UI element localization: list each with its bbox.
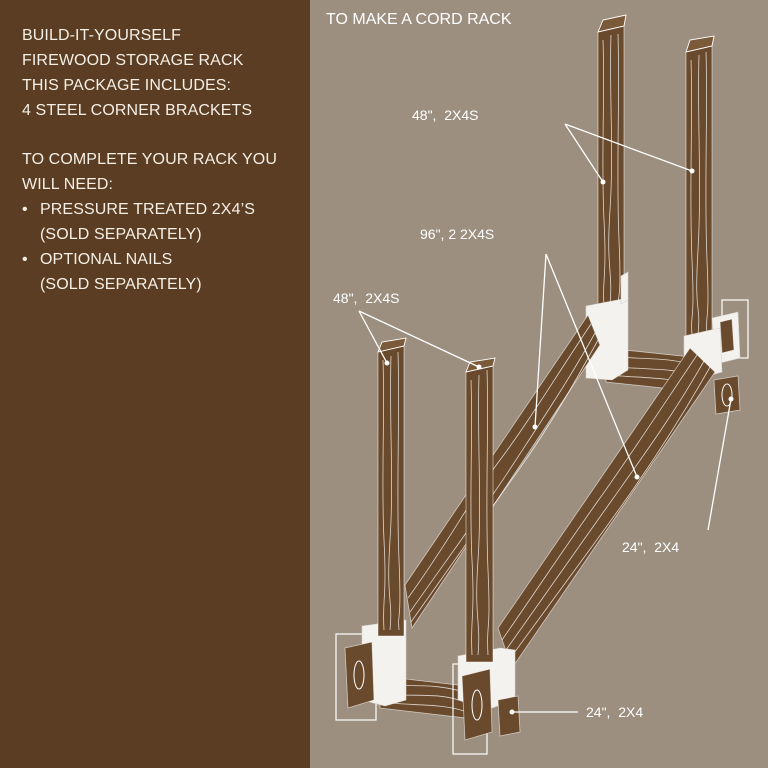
bullet-text: PRESSURE TREATED 2X4’S: [40, 201, 256, 218]
end-block: [344, 641, 375, 709]
wood-grain: [617, 33, 621, 306]
rack-diagram: TO MAKE A CORD RACK: [310, 0, 768, 768]
bracket-flange: [620, 271, 629, 305]
leader-front-crossbar: [509, 709, 578, 715]
leader-line: [534, 253, 547, 428]
leader-line: [707, 398, 732, 531]
wood-grain: [388, 355, 392, 631]
wood-grain: [505, 360, 705, 651]
label-front-posts: 48", 2X4S: [333, 290, 399, 306]
end-grain: [353, 660, 365, 690]
heading-line: BUILD-IT-YOURSELF: [22, 27, 182, 44]
wood-grain: [382, 359, 386, 631]
end-block: [713, 375, 741, 415]
leader-long-rails: [532, 253, 640, 480]
leader-front-posts: [358, 310, 482, 370]
back-crossbar-end: [713, 375, 741, 415]
diagram-title: TO MAKE A CORD RACK: [326, 11, 512, 28]
bullet-note: (SOLD SEPARATELY): [40, 226, 202, 243]
bracket-inner-board: [719, 318, 735, 354]
leader-line: [564, 123, 604, 183]
post-end: [377, 337, 407, 353]
wood-grain: [397, 351, 401, 631]
leader-back-crossbar: [707, 396, 734, 531]
requirements-line: TO COMPLETE YOUR RACK YOU: [22, 151, 277, 168]
leader-line: [358, 310, 480, 368]
front-crossbar-end: [497, 695, 521, 737]
wood-grain: [486, 369, 490, 656]
wood-grain: [410, 339, 599, 623]
end-grain: [471, 689, 483, 721]
wood-grain: [470, 379, 474, 656]
bullet-item: • PRESSURE TREATED 2X4’S: [22, 197, 310, 222]
leader-dot: [476, 364, 482, 370]
post-end: [597, 14, 627, 33]
leader-dot: [600, 179, 606, 185]
bullet-icon: •: [22, 251, 28, 268]
label-back-posts: 48", 2X4S: [412, 107, 478, 123]
bullet-text: OPTIONAL NAILS: [40, 251, 173, 268]
front-left-end-block: [344, 641, 375, 709]
back-right-post: [685, 35, 715, 341]
end-grain: [721, 383, 733, 407]
front-left-post: [377, 337, 407, 637]
leader-dot: [509, 709, 515, 715]
leader-dot: [689, 168, 695, 174]
end-block: [497, 695, 521, 737]
leader-line: [358, 310, 388, 364]
end-block: [461, 668, 493, 741]
label-front-crossbar: 24", 2X4: [586, 704, 643, 720]
bullet-icon: •: [22, 201, 28, 218]
heading-line: THIS PACKAGE INCLUDES:: [22, 77, 232, 94]
left-long-rail: [404, 314, 601, 630]
back-left-bracket: [585, 271, 629, 381]
wood-grain: [696, 54, 700, 336]
leader-dot: [634, 474, 640, 480]
wood-grain: [407, 323, 592, 599]
leader-line: [545, 253, 638, 478]
leader-dot: [384, 360, 390, 366]
leader-line: [564, 123, 693, 172]
wood-grain: [501, 354, 698, 641]
label-back-crossbar: 24", 2X4: [622, 539, 679, 555]
wood-grain: [705, 51, 709, 336]
leader-dot: [532, 424, 538, 430]
wood-grain: [602, 39, 606, 306]
spacer: [22, 123, 310, 147]
heading-line: 4 STEEL CORNER BRACKETS: [22, 102, 253, 119]
front-right-end-block: [461, 668, 493, 741]
front-right-post: [465, 357, 496, 663]
wood-grain: [608, 34, 612, 306]
bullet-note: (SOLD SEPARATELY): [40, 276, 202, 293]
leader-dot: [728, 396, 734, 402]
info-panel: BUILD-IT-YOURSELF FIREWOOD STORAGE RACK …: [0, 0, 310, 768]
right-long-rail: [497, 347, 716, 669]
wood-grain: [690, 59, 694, 336]
wood-grain: [409, 332, 596, 613]
label-long-rails: 96", 2 2X4S: [420, 226, 494, 242]
bullet-item: • OPTIONAL NAILS: [22, 247, 310, 272]
post-end: [685, 35, 715, 53]
leader-back-posts: [564, 123, 695, 185]
back-left-post: [597, 14, 627, 313]
heading-line: FIREWOOD STORAGE RACK: [22, 52, 244, 69]
requirements-line: WILL NEED:: [22, 176, 114, 193]
wood-grain: [508, 366, 711, 661]
wood-grain: [476, 374, 480, 656]
